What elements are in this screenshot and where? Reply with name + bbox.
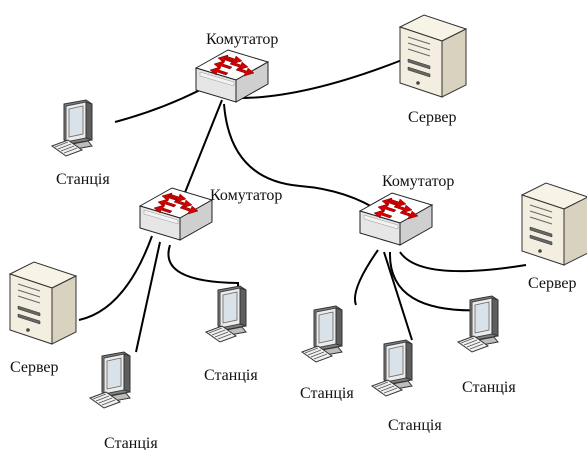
station-5-label: Станція: [388, 417, 442, 434]
server-right: [521, 182, 587, 266]
station-6-label: Станція: [462, 379, 516, 396]
cable-switch-top-to-switch-left: [181, 99, 223, 201]
switch-right: [359, 192, 433, 246]
network-switch-icon: [139, 187, 213, 241]
station-2-label: Станція: [104, 435, 158, 450]
cable-switch-top-to-server-top: [231, 59, 403, 100]
workstation-icon: [51, 99, 93, 157]
workstation-icon: [89, 351, 131, 409]
cable-switch-top-to-switch-right: [223, 103, 386, 216]
switch-right-label: Комутатор: [382, 173, 454, 190]
cable-switch-right-to-station-4: [354, 249, 379, 306]
switch-left-label: Комутатор: [210, 187, 282, 204]
workstation-icon: [301, 305, 343, 363]
workstation-icon: [371, 339, 413, 397]
workstation-icon: [457, 295, 499, 353]
station-5: [371, 339, 413, 397]
cable-switch-right-to-station-5: [383, 251, 413, 341]
cable-switch-right-to-station-6: [388, 251, 487, 312]
station-1-label: Станція: [56, 171, 110, 188]
cable-switch-top-to-station-1: [114, 89, 201, 123]
server-top: [399, 14, 467, 98]
network-switch-icon: [195, 49, 269, 103]
cable-switch-left-to-server-left: [78, 235, 153, 321]
station-6: [457, 295, 499, 353]
station-2: [89, 351, 131, 409]
server-top-label: Сервер: [408, 109, 457, 126]
station-4-label: Станція: [300, 385, 354, 402]
station-1: [51, 99, 93, 157]
station-3: [205, 285, 247, 343]
station-4: [301, 305, 343, 363]
server-tower-icon: [399, 14, 467, 98]
cable-switch-left-to-station-3: [167, 244, 239, 292]
workstation-icon: [205, 285, 247, 343]
server-left-label: Сервер: [10, 359, 59, 376]
cables: [78, 59, 527, 353]
switch-left: [139, 187, 213, 241]
cable-switch-right-to-server-right: [399, 251, 527, 273]
station-3-label: Станція: [204, 367, 258, 384]
switch-top-label: Комутатор: [206, 31, 278, 48]
cable-switch-left-to-station-2: [135, 241, 161, 353]
server-tower-icon: [521, 182, 587, 266]
server-left: [9, 261, 77, 345]
switch-top: [195, 49, 269, 103]
network-switch-icon: [359, 192, 433, 246]
server-tower-icon: [9, 261, 77, 345]
server-right-label: Сервер: [528, 275, 577, 292]
